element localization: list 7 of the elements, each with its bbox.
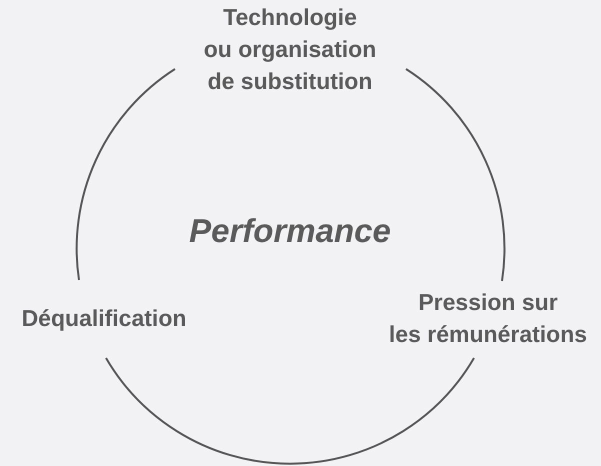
arc-connector	[405, 68, 506, 282]
arc-connector	[105, 357, 475, 464]
arc-connector	[76, 68, 176, 280]
node-label: Déqualification	[4, 302, 204, 334]
node-label: Technologie ou organisation de substitution	[197, 1, 383, 97]
node-label: Pression sur les rémunérations	[383, 286, 593, 350]
center-label: Performance	[188, 212, 392, 250]
